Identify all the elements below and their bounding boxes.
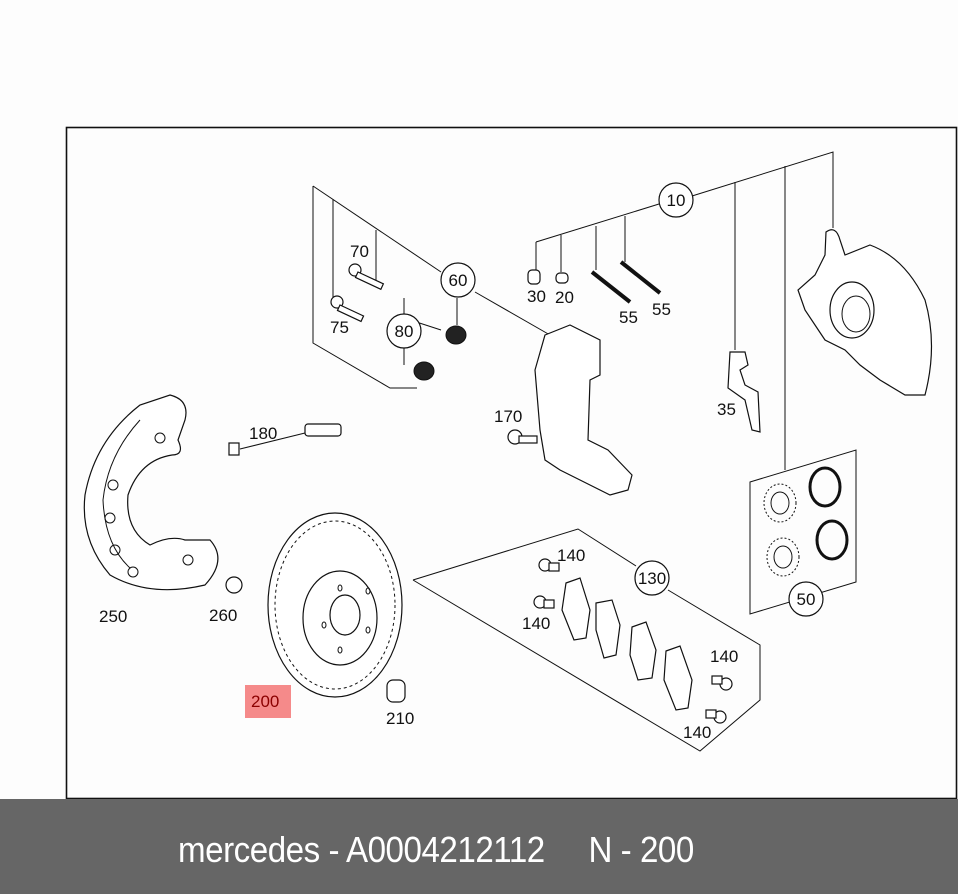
bolts-70-75 xyxy=(330,263,385,323)
caliper-housing xyxy=(797,229,933,396)
svg-text:80: 80 xyxy=(395,322,414,341)
label-55a[interactable]: 55 xyxy=(619,308,638,327)
footer-bar: mercedes - A0004212112 N - 200 xyxy=(0,799,958,894)
callout-50[interactable]: 50 xyxy=(788,581,824,617)
dust-shield xyxy=(83,394,243,594)
part-caption: mercedes - A0004212112 N - 200 xyxy=(178,829,694,870)
svg-text:60: 60 xyxy=(449,271,468,290)
svg-text:10: 10 xyxy=(667,191,686,210)
label-210[interactable]: 210 xyxy=(386,709,414,728)
label-30[interactable]: 30 xyxy=(527,287,546,306)
guide-caps xyxy=(413,325,467,381)
label-140b[interactable]: 140 xyxy=(522,614,550,633)
wear-sensor xyxy=(228,423,342,456)
label-55b[interactable]: 55 xyxy=(652,300,671,319)
label-250[interactable]: 250 xyxy=(99,607,127,626)
label-140a[interactable]: 140 xyxy=(557,546,585,565)
label-170[interactable]: 170 xyxy=(494,407,522,426)
svg-text:50: 50 xyxy=(797,590,816,609)
caliper-carrier xyxy=(507,324,633,496)
diagram-frame xyxy=(65,126,958,800)
svg-text:200: 200 xyxy=(251,692,279,711)
label-140c[interactable]: 140 xyxy=(710,647,738,666)
leader-lines-10 xyxy=(535,151,834,470)
label-70[interactable]: 70 xyxy=(350,242,369,261)
label-260[interactable]: 260 xyxy=(209,606,237,625)
label-140d[interactable]: 140 xyxy=(683,723,711,742)
label-180[interactable]: 180 xyxy=(249,424,277,443)
brake-disc xyxy=(267,512,406,703)
label-20[interactable]: 20 xyxy=(555,288,574,307)
callout-10[interactable]: 10 xyxy=(658,182,694,218)
callout-60[interactable]: 60 xyxy=(440,262,476,298)
highlighted-label-200[interactable]: 200 xyxy=(245,685,291,718)
caliper-small-parts xyxy=(527,260,761,433)
callout-130[interactable]: 130 xyxy=(634,560,670,596)
label-75[interactable]: 75 xyxy=(330,318,349,337)
svg-text:130: 130 xyxy=(638,569,666,588)
seal-kit-panel xyxy=(749,449,857,615)
pad-kit-panel xyxy=(412,528,761,752)
callout-80[interactable]: 80 xyxy=(386,313,422,349)
label-35[interactable]: 35 xyxy=(717,400,736,419)
